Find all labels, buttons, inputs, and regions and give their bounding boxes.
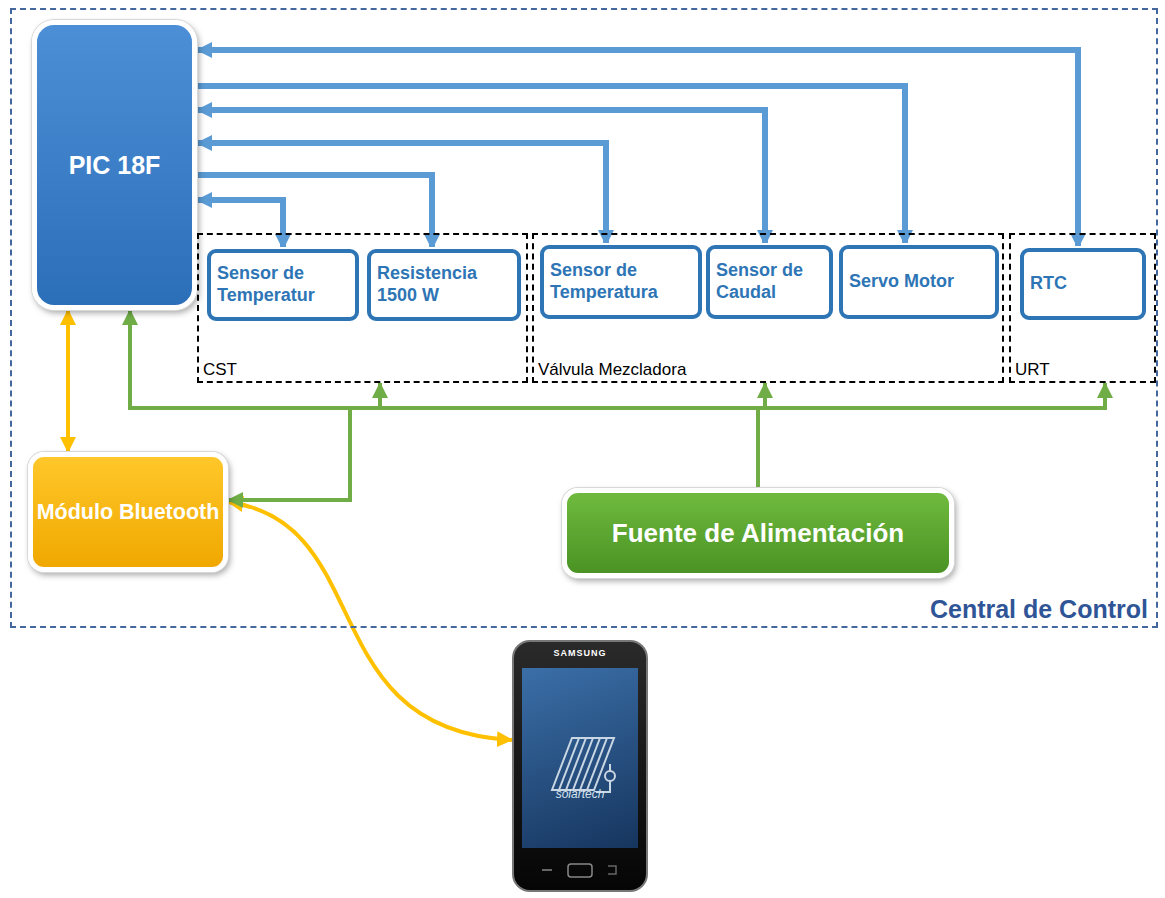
box-label: PIC 18F bbox=[69, 151, 161, 180]
phone-buttons bbox=[512, 640, 648, 892]
control-region: Central de Control PIC 18F CST Sensor de Te… bbox=[10, 8, 1158, 628]
box-label: Sensor de Temperatur bbox=[217, 263, 349, 306]
group-label: Válvula Mezcladora bbox=[538, 360, 686, 380]
device-box: Servo Motor bbox=[839, 245, 999, 319]
device-box: RTC bbox=[1020, 248, 1146, 320]
device-box: Sensor de Temperatura bbox=[540, 245, 702, 319]
box-label: Módulo Bluetooth bbox=[37, 499, 220, 526]
brand-label: SAMSUNG bbox=[514, 648, 646, 658]
box-label: Resistencia 1500 W bbox=[377, 263, 511, 306]
signal-connector bbox=[197, 50, 1078, 248]
bluetooth-link bbox=[228, 502, 512, 740]
box-label: Fuente de Alimentación bbox=[612, 518, 904, 549]
group-label: Central de Control bbox=[930, 595, 1148, 624]
device-box: Sensor de Temperatur bbox=[207, 249, 359, 321]
bluetooth-link bbox=[66, 310, 70, 452]
power-connector bbox=[228, 408, 758, 500]
power-box: Fuente de Alimentación bbox=[562, 488, 954, 578]
box-label: Sensor de Caudal bbox=[716, 260, 823, 303]
box-label: RTC bbox=[1030, 273, 1067, 295]
phone-screen bbox=[522, 668, 638, 848]
box-label: Sensor de Temperatura bbox=[550, 260, 692, 303]
group-label: CST bbox=[203, 360, 237, 380]
signal-connector bbox=[197, 110, 765, 245]
device-box: Sensor de Caudal bbox=[706, 245, 833, 319]
power-connector bbox=[758, 383, 1105, 488]
microcontroller-box: PIC 18F bbox=[32, 20, 197, 310]
smartphone: SAMSUNG solartech bbox=[512, 640, 648, 892]
box-label: Servo Motor bbox=[849, 271, 954, 293]
group-region: URT RTC bbox=[1009, 233, 1156, 383]
group-region: CST Sensor de Temperatur Resistencia 1500 … bbox=[197, 233, 528, 383]
group-label: URT bbox=[1015, 360, 1050, 380]
device-box: Resistencia 1500 W bbox=[367, 249, 521, 321]
signal-connector bbox=[197, 200, 283, 249]
app-label: solartech bbox=[522, 787, 638, 801]
group-region: Válvula Mezcladora Sensor de Temperatura S… bbox=[532, 233, 1004, 383]
signal-connector bbox=[197, 175, 432, 249]
signal-connector bbox=[197, 86, 905, 245]
power-connector bbox=[380, 383, 758, 488]
signal-connector bbox=[197, 143, 606, 245]
bluetooth-box: Módulo Bluetooth bbox=[28, 452, 228, 572]
solar-panel-logo bbox=[522, 668, 638, 848]
